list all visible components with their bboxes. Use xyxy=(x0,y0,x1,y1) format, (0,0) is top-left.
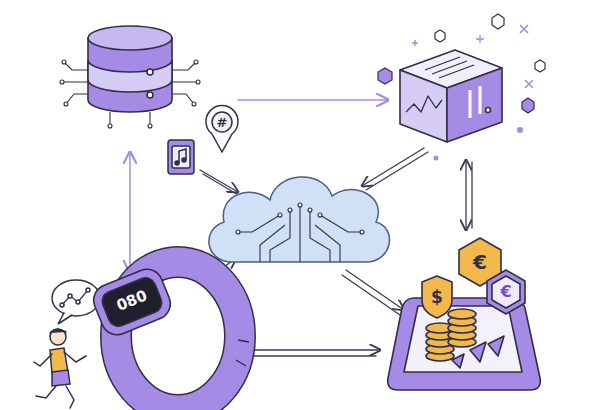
plus-mark xyxy=(412,35,484,46)
graph-dot xyxy=(76,300,80,304)
currency-symbol: € xyxy=(500,284,511,300)
circuit-dot xyxy=(64,102,68,106)
phone-wallet xyxy=(388,238,541,390)
graph-dot xyxy=(86,288,90,292)
pin-outline xyxy=(206,106,238,152)
runner-legs xyxy=(36,386,74,408)
file-body xyxy=(168,140,194,174)
server-slot xyxy=(470,86,480,118)
circuit-dot xyxy=(194,60,198,64)
runner-arms xyxy=(34,352,86,366)
circuit-dot xyxy=(236,230,240,234)
server-side xyxy=(447,68,502,142)
flow-arrow xyxy=(342,275,400,315)
circuit-line xyxy=(238,205,362,262)
location-pin xyxy=(206,106,238,152)
flow-arrow xyxy=(471,162,472,228)
fitness-band xyxy=(89,262,249,410)
flow-arrow xyxy=(238,99,388,101)
bubble-graph xyxy=(62,290,88,305)
music-file-icon xyxy=(168,140,194,174)
hexagon xyxy=(522,98,534,113)
database-top xyxy=(88,26,172,50)
circuit-dot xyxy=(108,124,112,128)
flow-arrow xyxy=(362,148,424,186)
circuit-dot xyxy=(148,124,152,128)
band-holes xyxy=(236,340,249,366)
runner-figure xyxy=(34,280,100,408)
flow-arrow xyxy=(366,152,428,190)
currency-symbol: $ xyxy=(431,289,443,306)
runner-shorts xyxy=(52,370,70,386)
pin-symbol: # xyxy=(217,116,228,129)
music-note xyxy=(179,149,186,163)
cross-mark xyxy=(520,25,533,88)
server-icon xyxy=(400,50,502,142)
database-icon xyxy=(60,26,200,128)
file-page xyxy=(172,146,190,168)
circuit-dot xyxy=(298,203,302,207)
currency-hexagon xyxy=(487,270,525,314)
phone-body xyxy=(388,298,541,390)
server-front xyxy=(400,70,447,142)
runner-head xyxy=(50,329,66,345)
music-note-head xyxy=(182,158,186,162)
database-light xyxy=(147,69,153,75)
graph-dot xyxy=(68,294,72,298)
music-note-head xyxy=(175,161,179,165)
hexagon-decorations xyxy=(378,14,545,161)
circuit-dot xyxy=(360,230,364,234)
flow-arrow xyxy=(346,270,404,310)
flow-arrow xyxy=(465,160,466,230)
server-vent xyxy=(425,57,474,78)
database-light xyxy=(147,92,153,98)
circuit-dot xyxy=(308,208,312,212)
hexagon xyxy=(535,60,545,72)
server-chart xyxy=(406,96,442,112)
cloud-icon xyxy=(209,177,390,262)
speech-bubble xyxy=(52,280,100,316)
currency-shield xyxy=(422,276,452,318)
circuit-dot xyxy=(192,102,196,106)
graph-dot xyxy=(60,303,64,307)
screen-arrow xyxy=(488,336,504,356)
server-light xyxy=(486,108,491,113)
flow-arrow xyxy=(129,152,131,272)
circuit-dot xyxy=(62,60,66,64)
circuit-dot xyxy=(288,208,292,212)
flow-arrow xyxy=(200,170,238,192)
hexagon xyxy=(378,68,392,84)
coin xyxy=(448,309,476,319)
currency-symbol: € xyxy=(473,252,487,272)
currency-hexagon-inner xyxy=(492,276,520,308)
circuit-dot xyxy=(196,80,200,84)
cloud-shape xyxy=(209,177,390,262)
hexagon xyxy=(492,14,504,29)
database-band xyxy=(88,60,172,92)
dot-mark xyxy=(434,156,439,161)
circuit-dot xyxy=(60,80,64,84)
dot-mark xyxy=(517,127,523,133)
phone-screen xyxy=(404,306,522,372)
flow-arrow xyxy=(203,174,240,196)
cloud-circuit xyxy=(236,203,364,262)
runner-hair xyxy=(50,329,66,333)
circuit-dot xyxy=(318,213,322,217)
band-case xyxy=(89,264,175,339)
speech-bubble-tail xyxy=(58,313,72,324)
band-display xyxy=(99,275,164,329)
pin-inner xyxy=(212,112,232,132)
hexagon xyxy=(435,30,445,42)
circuit-dot xyxy=(278,213,282,217)
